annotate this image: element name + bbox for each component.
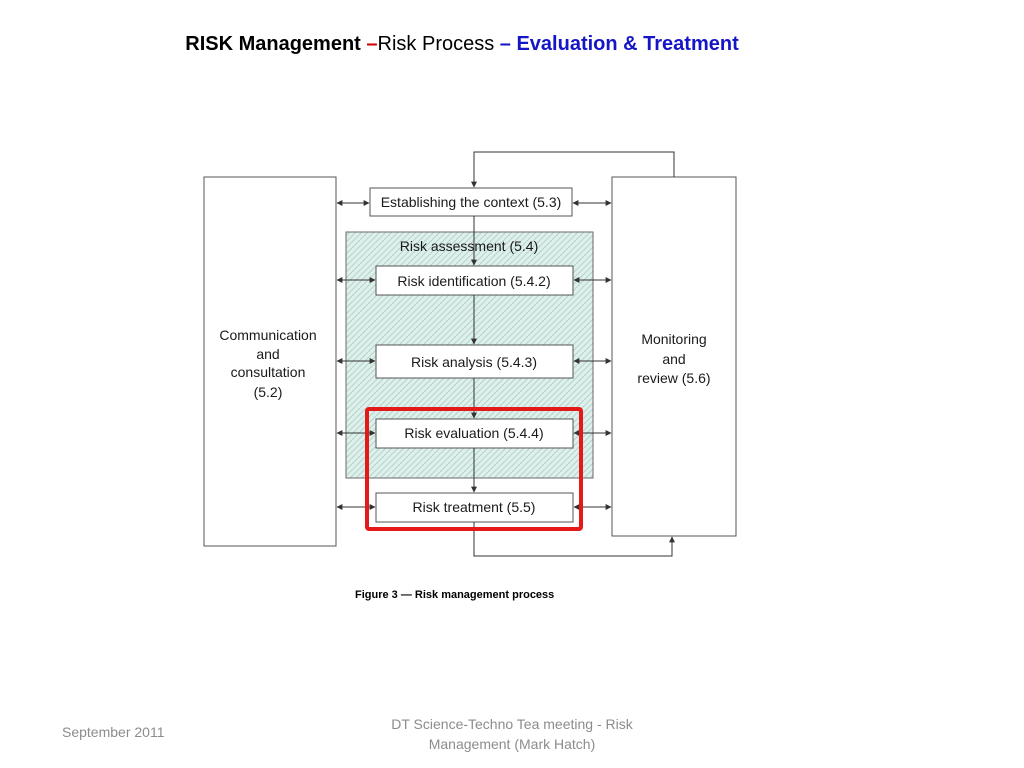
- evaluation-treatment-highlight: [365, 407, 583, 531]
- left-connectors: [336, 200, 376, 510]
- feedback-loop: [471, 151, 675, 557]
- communication-box: [203, 176, 337, 547]
- title-part-2: –: [366, 33, 378, 55]
- communication-line-1: Communication: [219, 327, 316, 343]
- identification-label: Risk identification (5.4.2): [397, 273, 550, 289]
- monitoring-line-1: Monitoring: [641, 331, 706, 347]
- monitoring-line-2: and: [662, 351, 685, 367]
- evaluation-label: Risk evaluation (5.4.4): [404, 425, 543, 441]
- footer-meeting: DT Science-Techno Tea meeting - Risk Man…: [391, 716, 633, 752]
- communication-line-4: (5.2): [254, 384, 283, 400]
- treatment-label: Risk treatment (5.5): [413, 499, 536, 515]
- title-part-4: – Evaluation & Treatment: [499, 33, 739, 55]
- footer-date: September 2011: [62, 724, 165, 740]
- title-part-3: Risk Process: [377, 33, 500, 55]
- monitoring-box: [611, 176, 737, 537]
- communication-line-2: and: [256, 346, 279, 362]
- risk-assessment-label: Risk assessment (5.4): [400, 238, 538, 254]
- context-box: [369, 187, 573, 217]
- monitoring-line-3: review (5.6): [637, 370, 710, 386]
- title-part-1: RISK Management: [185, 33, 367, 55]
- analysis-label: Risk analysis (5.4.3): [411, 354, 537, 370]
- identification-box: [375, 265, 574, 296]
- figure-caption: Figure 3 — Risk management process: [355, 589, 554, 601]
- slide-title: RISK Management –Risk Process – Evaluati…: [0, 33, 924, 56]
- treatment-box: [375, 492, 574, 523]
- communication-line-3: consultation: [231, 364, 306, 380]
- evaluation-box: [375, 418, 574, 449]
- analysis-box: [375, 344, 574, 379]
- context-label: Establishing the context (5.3): [381, 194, 562, 210]
